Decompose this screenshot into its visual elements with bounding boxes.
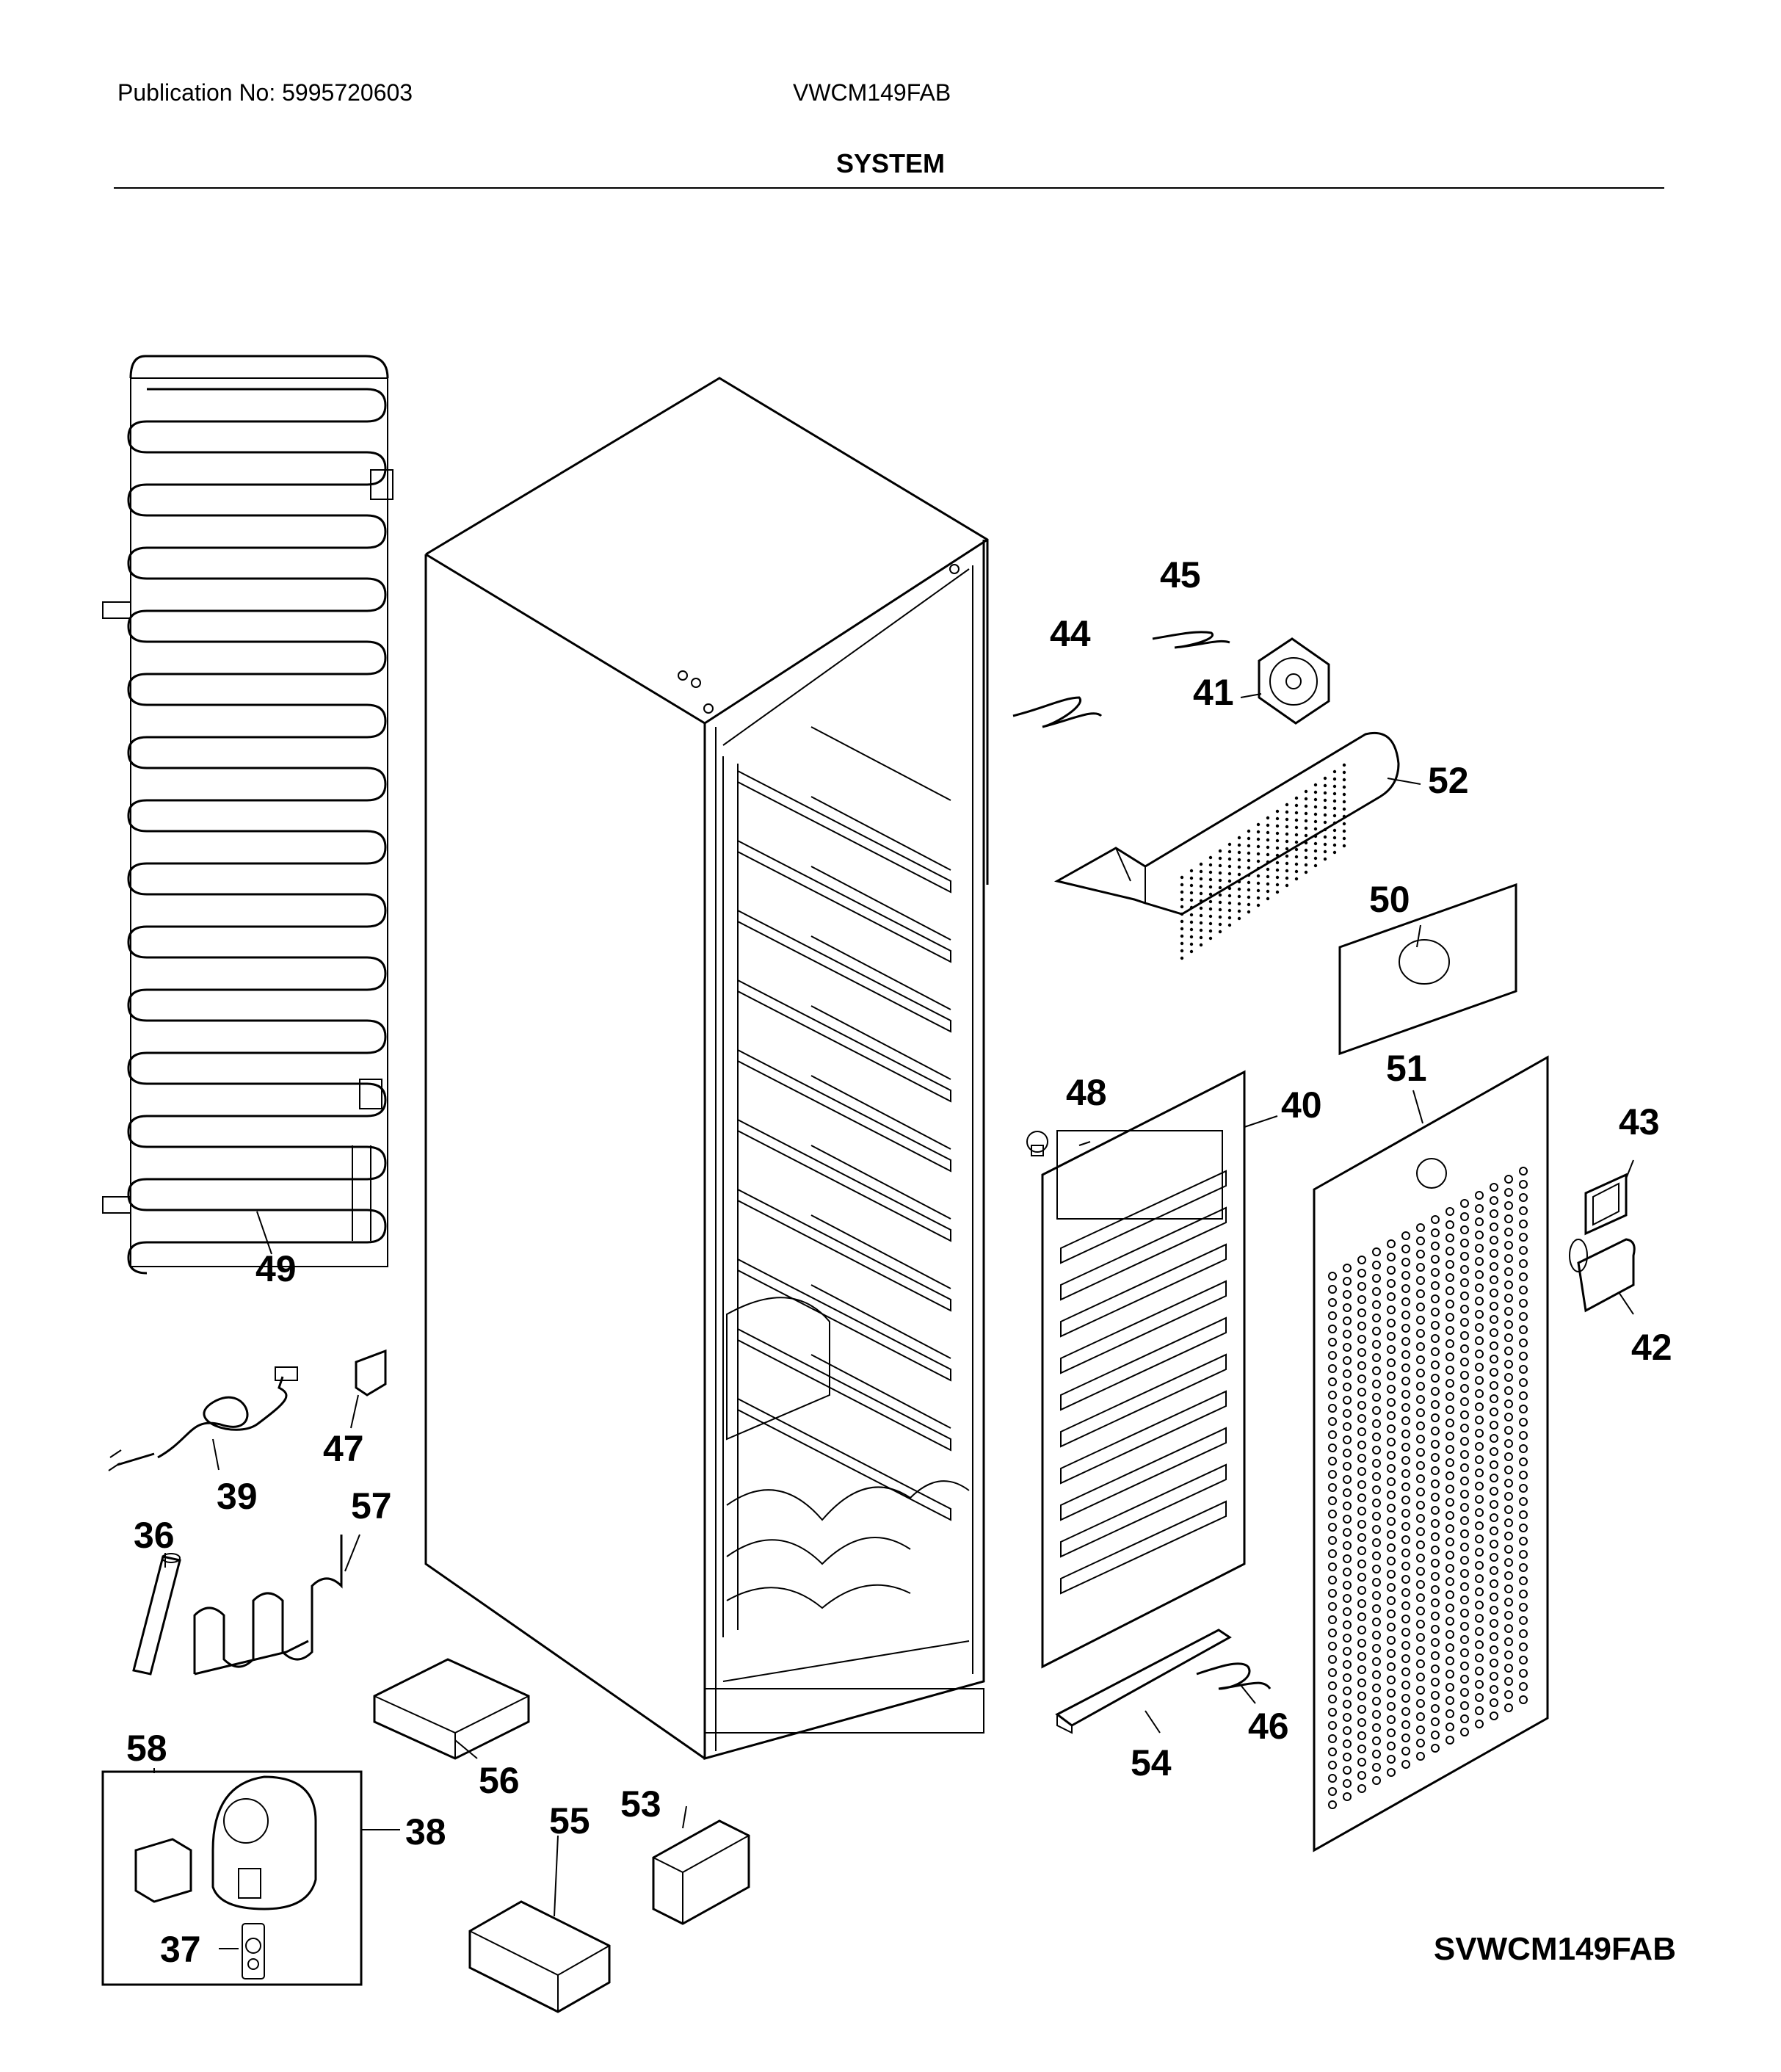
- callout-56: 56: [479, 1760, 520, 1801]
- callout-50: 50: [1369, 879, 1410, 920]
- callout-47: 47: [323, 1428, 364, 1469]
- drip-tray-drawing: [373, 1658, 530, 1760]
- callout-41: 41: [1193, 672, 1234, 713]
- wire-46-drawing: [1196, 1662, 1272, 1690]
- shelf-rail: [737, 1354, 951, 1521]
- callout-53: 53: [620, 1783, 661, 1825]
- knob-48-drawing: [1026, 1131, 1048, 1156]
- callout-37: 37: [160, 1929, 201, 1970]
- compressor-kit-box: [101, 1770, 363, 1986]
- callout-42: 42: [1631, 1327, 1672, 1368]
- evaporator-plate-drawing: [1041, 1070, 1246, 1669]
- shelf-rail: [737, 796, 951, 963]
- shelf-rail: [737, 1284, 951, 1452]
- callout-54: 54: [1131, 1742, 1172, 1783]
- callout-43: 43: [1619, 1101, 1660, 1142]
- tube-36-drawing: [132, 1553, 181, 1676]
- fan-drawing: [1258, 637, 1330, 725]
- header-divider: [114, 187, 1664, 189]
- callout-40: 40: [1281, 1084, 1322, 1126]
- wire-44-drawing: [1012, 696, 1103, 728]
- publication-number: Publication No: 5995720603: [117, 79, 413, 106]
- diagram-code: SVWCM149FAB: [1433, 1931, 1676, 1967]
- cabinet-drawing: [424, 377, 989, 1760]
- callout-52: 52: [1428, 760, 1469, 801]
- wire-45-drawing: [1152, 631, 1230, 649]
- callout-49: 49: [255, 1248, 297, 1289]
- shelf-rail: [737, 1075, 951, 1242]
- shelf-rail: [737, 1005, 951, 1173]
- evaporator-cover-drawing: [1053, 731, 1400, 960]
- light-housing-drawing: [1569, 1173, 1636, 1313]
- callout-39: 39: [217, 1476, 258, 1517]
- back-panel-drawing: [1313, 1055, 1549, 1852]
- shelf-rail: [737, 1145, 951, 1312]
- control-box-55-drawing: [468, 1900, 611, 2013]
- panel-50-drawing: [1338, 883, 1517, 1056]
- callout-48: 48: [1066, 1072, 1107, 1113]
- callout-45: 45: [1160, 554, 1201, 595]
- callout-51: 51: [1386, 1048, 1427, 1089]
- heater-57-drawing: [193, 1535, 343, 1676]
- shelf-rail: [737, 1214, 951, 1382]
- callout-57: 57: [351, 1485, 392, 1526]
- callout-38: 38: [405, 1811, 446, 1852]
- condenser-coil-drawing: [102, 355, 393, 1275]
- shelf-rail: [737, 866, 951, 1033]
- callout-46: 46: [1248, 1706, 1289, 1747]
- shelf-rail: [737, 935, 951, 1103]
- callout-44: 44: [1050, 613, 1091, 654]
- drain-trough-drawing: [1055, 1629, 1232, 1734]
- callout-58: 58: [126, 1728, 167, 1769]
- power-cord-drawing: [108, 1366, 298, 1471]
- control-box-53-drawing: [652, 1819, 750, 1925]
- model-number: VWCM149FAB: [793, 79, 951, 106]
- shelf-rail: [737, 726, 951, 894]
- section-title: SYSTEM: [835, 148, 946, 178]
- callout-36: 36: [134, 1515, 175, 1556]
- clip-47-drawing: [355, 1349, 387, 1397]
- callout-55: 55: [549, 1800, 590, 1841]
